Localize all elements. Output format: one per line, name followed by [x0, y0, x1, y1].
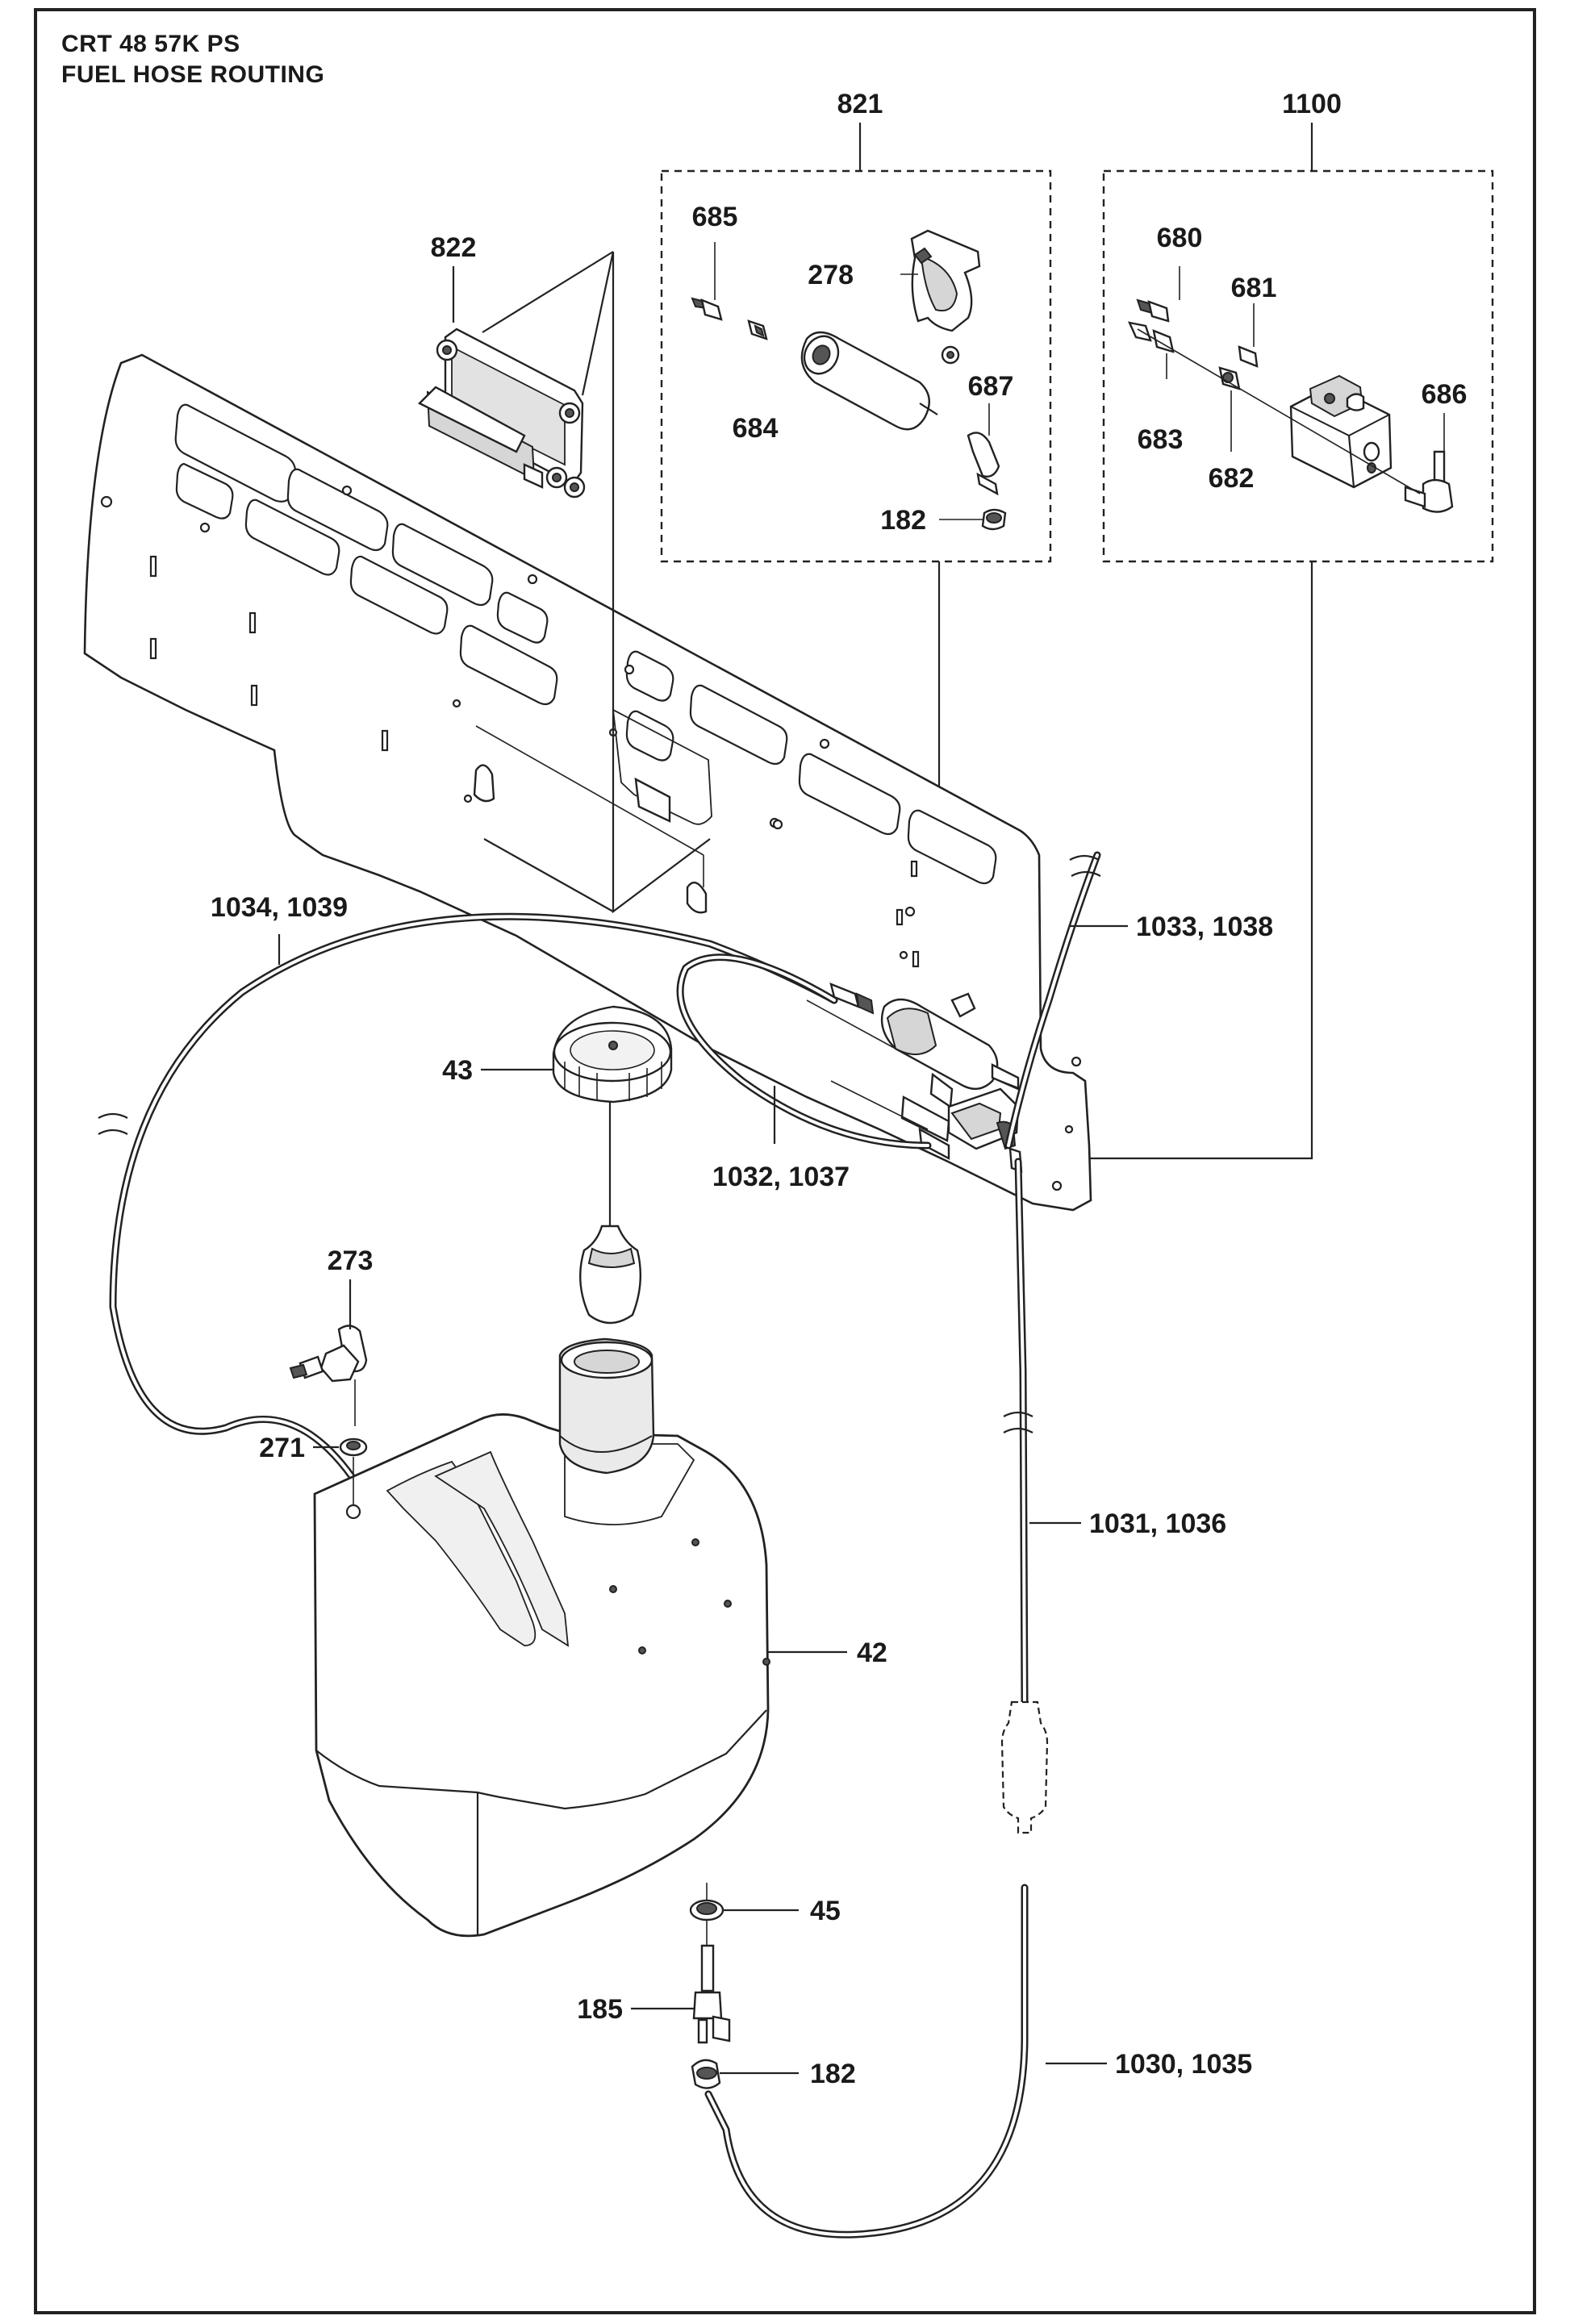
callout-687: 687 [968, 371, 1014, 402]
callout-821: 821 [837, 89, 883, 119]
callout-683: 683 [1138, 424, 1184, 455]
diagram-subtitle: FUEL HOSE ROUTING [61, 61, 325, 88]
grommet-45 [689, 1883, 799, 1921]
leader-1100-to-block [1033, 561, 1313, 1160]
inline-fuel-filter [1000, 1700, 1049, 1834]
callout-680: 680 [1157, 223, 1203, 253]
leader-822 [581, 251, 711, 914]
fitting-273 [289, 1279, 368, 1426]
callout-43: 43 [442, 1055, 473, 1086]
callout-42: 42 [857, 1638, 887, 1668]
callout-686: 686 [1422, 379, 1468, 410]
fuel-tank-42 [313, 1337, 770, 1938]
control-module-822 [417, 328, 586, 499]
callout-182-lower: 182 [810, 2059, 856, 2089]
grommet-271 [313, 1437, 368, 1505]
hose-clip-182-bottom [691, 2059, 799, 2089]
fuel-pump-assembly-821 [691, 229, 1007, 531]
callout-278: 278 [808, 260, 854, 290]
callout-labels: 821 1100 822 685 278 684 687 182 680 681… [211, 89, 1467, 2089]
assembly-box-821 [660, 169, 1052, 563]
callout-182-upper: 182 [880, 505, 926, 536]
callout-685: 685 [692, 202, 738, 232]
callout-185: 185 [577, 1994, 623, 2025]
model-title: CRT 48 57K PS [61, 31, 240, 57]
callout-1033-1038: 1033, 1038 [1136, 912, 1273, 942]
callout-1034-1039: 1034, 1039 [211, 892, 348, 923]
callout-1100: 1100 [1282, 89, 1342, 119]
callout-684: 684 [733, 413, 779, 444]
mounted-pump-and-valve [806, 983, 1023, 1173]
callout-271: 271 [259, 1433, 305, 1463]
leader-822-lower [483, 838, 614, 912]
callout-682: 682 [1209, 463, 1255, 494]
fitting-185 [631, 1920, 731, 2044]
drawing-border [34, 8, 1536, 2314]
valve-block-assembly-1100 [1127, 266, 1454, 513]
callout-45: 45 [810, 1896, 841, 1926]
callout-1032-1037: 1032, 1037 [712, 1162, 850, 1192]
callout-822: 822 [431, 232, 477, 263]
callout-1031-1036: 1031, 1036 [1089, 1508, 1226, 1539]
fuel-cap-43 [552, 1005, 673, 1325]
callout-273: 273 [328, 1245, 374, 1276]
fuel-hoses [98, 851, 1101, 2238]
callout-681: 681 [1231, 273, 1277, 303]
callout-1030-1035: 1030, 1035 [1115, 2049, 1252, 2080]
leader-822-upper [482, 251, 614, 333]
assembly-box-1100 [1102, 169, 1494, 563]
